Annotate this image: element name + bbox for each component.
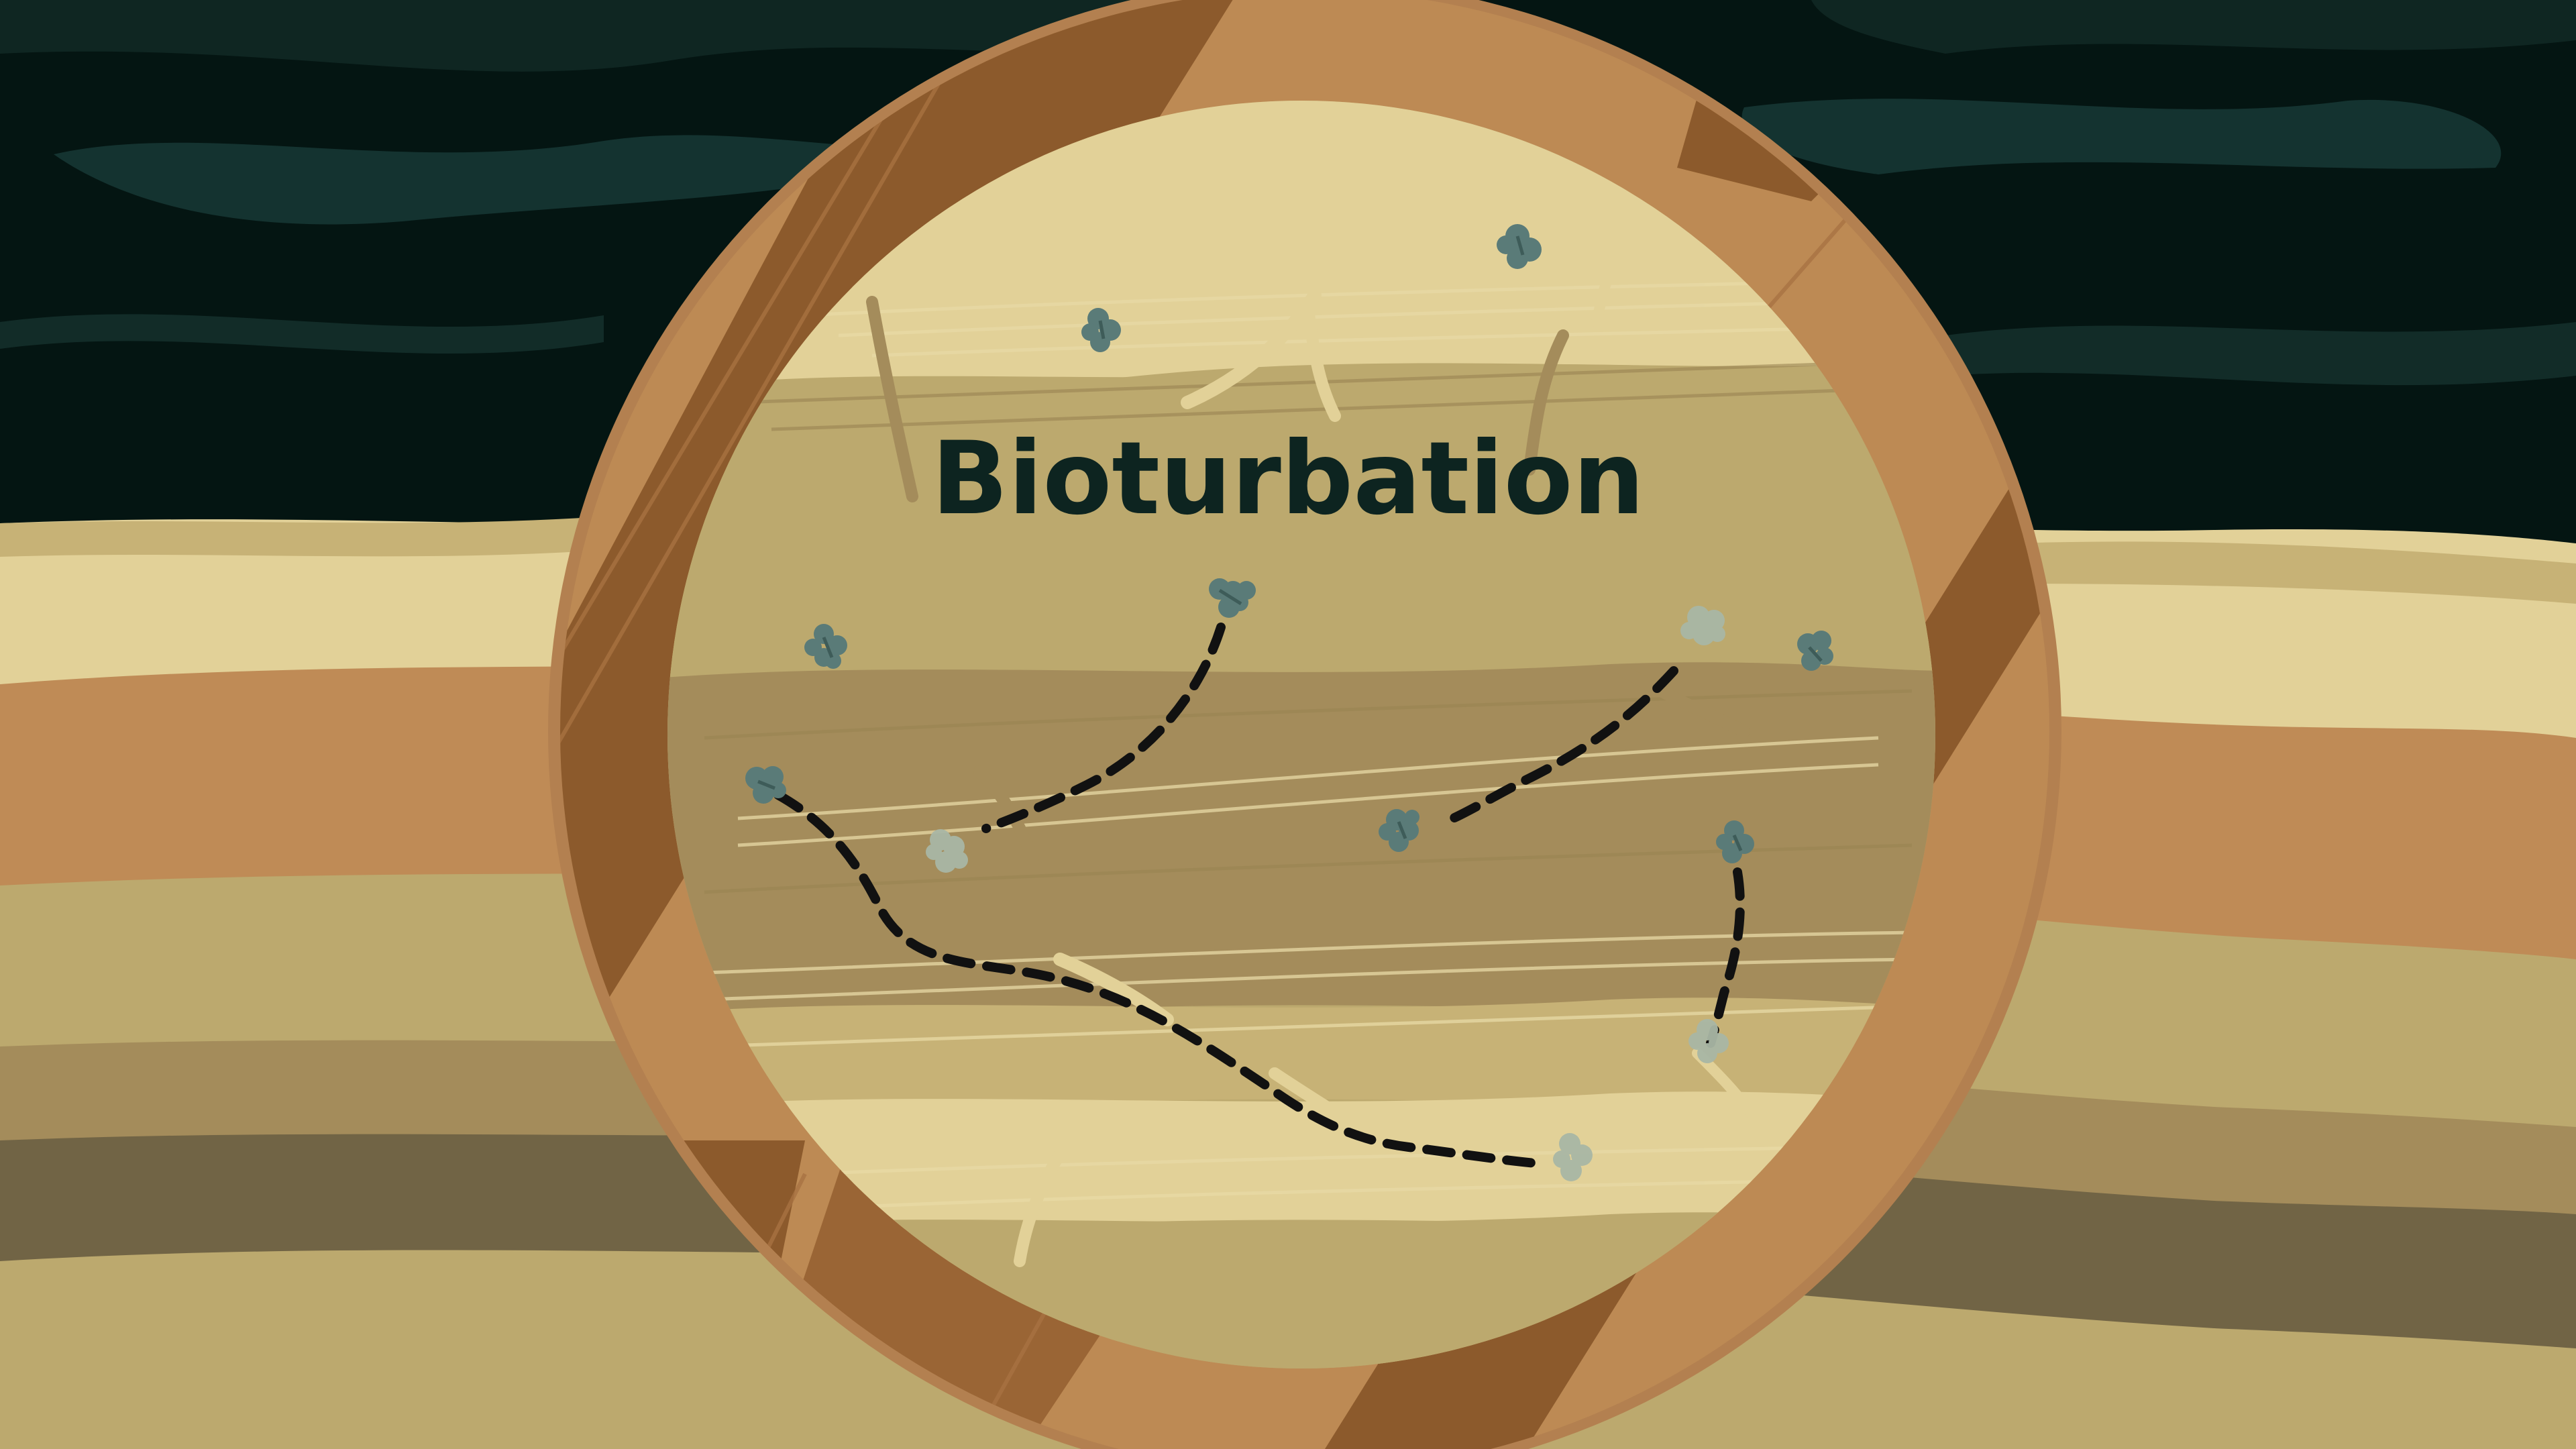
layer-sand-mid — [2012, 541, 2576, 604]
cloud-band — [0, 314, 604, 354]
worm-creature-icon — [745, 766, 786, 804]
burrow-trail — [981, 623, 1226, 833]
faded-creature-icon — [1688, 1019, 1729, 1063]
cloud-band — [0, 0, 1275, 72]
worm-creature-icon — [1797, 631, 1833, 671]
lens-layer-light — [667, 1091, 1935, 1230]
worm-creature-icon — [1716, 820, 1754, 863]
cloud-band — [1741, 99, 2502, 174]
faded-creature-icon — [1680, 606, 1725, 645]
cloud-band — [1945, 322, 2576, 386]
burrow-trail — [773, 790, 1548, 1169]
worm-creature-icon — [1081, 308, 1121, 352]
worm-creature-icon — [1497, 224, 1542, 269]
lens-layer-tan — [667, 364, 1935, 680]
cloud-band — [54, 135, 1006, 225]
worm-creature-icon — [804, 624, 847, 669]
burrow-trail — [1441, 666, 1678, 826]
worm-creature-icon — [1379, 809, 1419, 852]
layer-sand-mid — [0, 517, 604, 557]
title: Bioturbation — [932, 421, 1645, 537]
faded-creature-icon — [926, 829, 968, 873]
lens-layer-mid — [667, 998, 1935, 1109]
lens-layer-dark — [667, 662, 1935, 1015]
faded-creature-icon — [1553, 1133, 1593, 1181]
burrow-trails — [773, 623, 1745, 1169]
worm-creature-icon — [1209, 578, 1256, 618]
lens-view — [667, 101, 1935, 1368]
cloud-band — [1811, 0, 2576, 54]
sediment-streaks — [704, 280, 1913, 1210]
